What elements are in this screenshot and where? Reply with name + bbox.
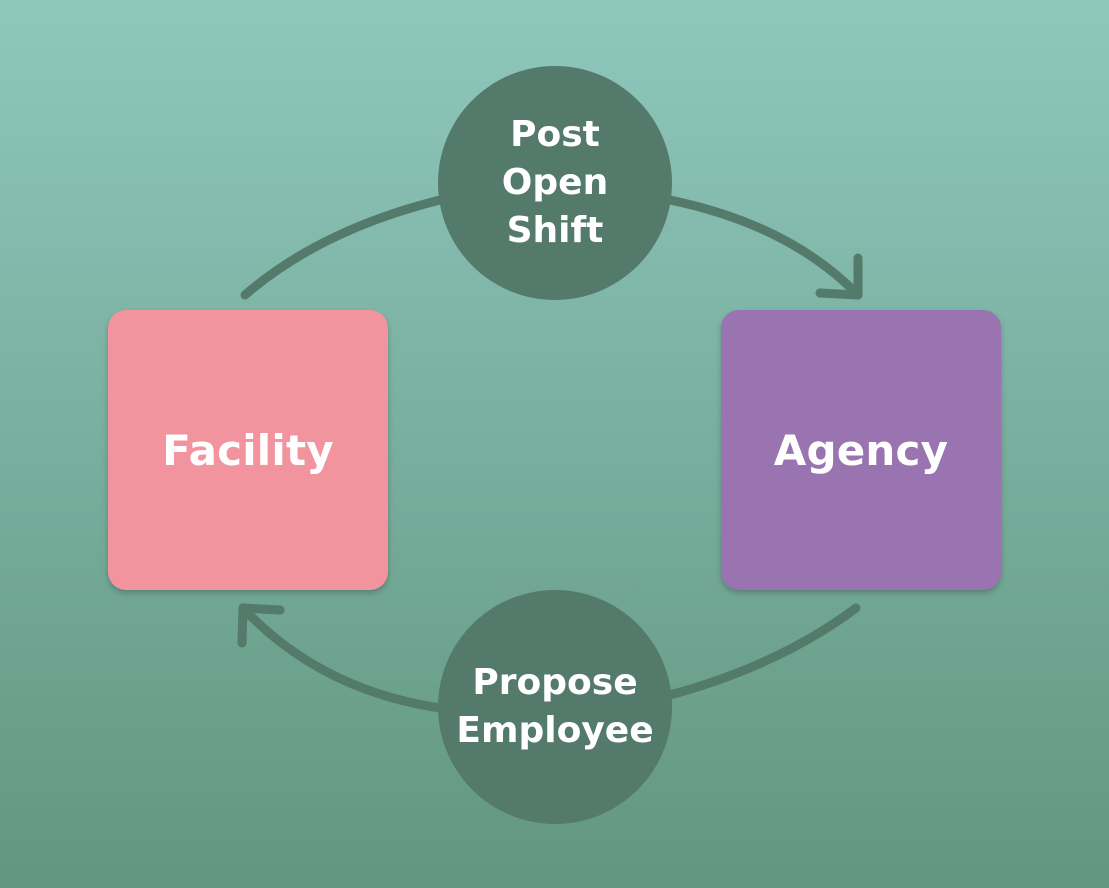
arrow-bottom-arc-left [238, 603, 445, 713]
arrowhead-to-facility [237, 603, 285, 648]
node-facility: Facility [108, 310, 388, 590]
node-facility-label: Facility [162, 425, 334, 475]
step-propose-employee: Propose Employee [438, 590, 672, 824]
step-post-open-shift-label: Post Open Shift [501, 114, 609, 251]
step-post-open-shift: Post Open Shift [438, 66, 672, 300]
arrow-top-arc-left [240, 195, 445, 300]
arrow-top-arc-right [665, 195, 863, 300]
node-agency-label: Agency [773, 425, 949, 475]
step-propose-employee-label: Propose Employee [456, 662, 654, 751]
node-agency: Agency [721, 310, 1001, 590]
arrow-bottom-arc-right [665, 603, 861, 700]
arrowhead-to-agency [815, 253, 863, 300]
